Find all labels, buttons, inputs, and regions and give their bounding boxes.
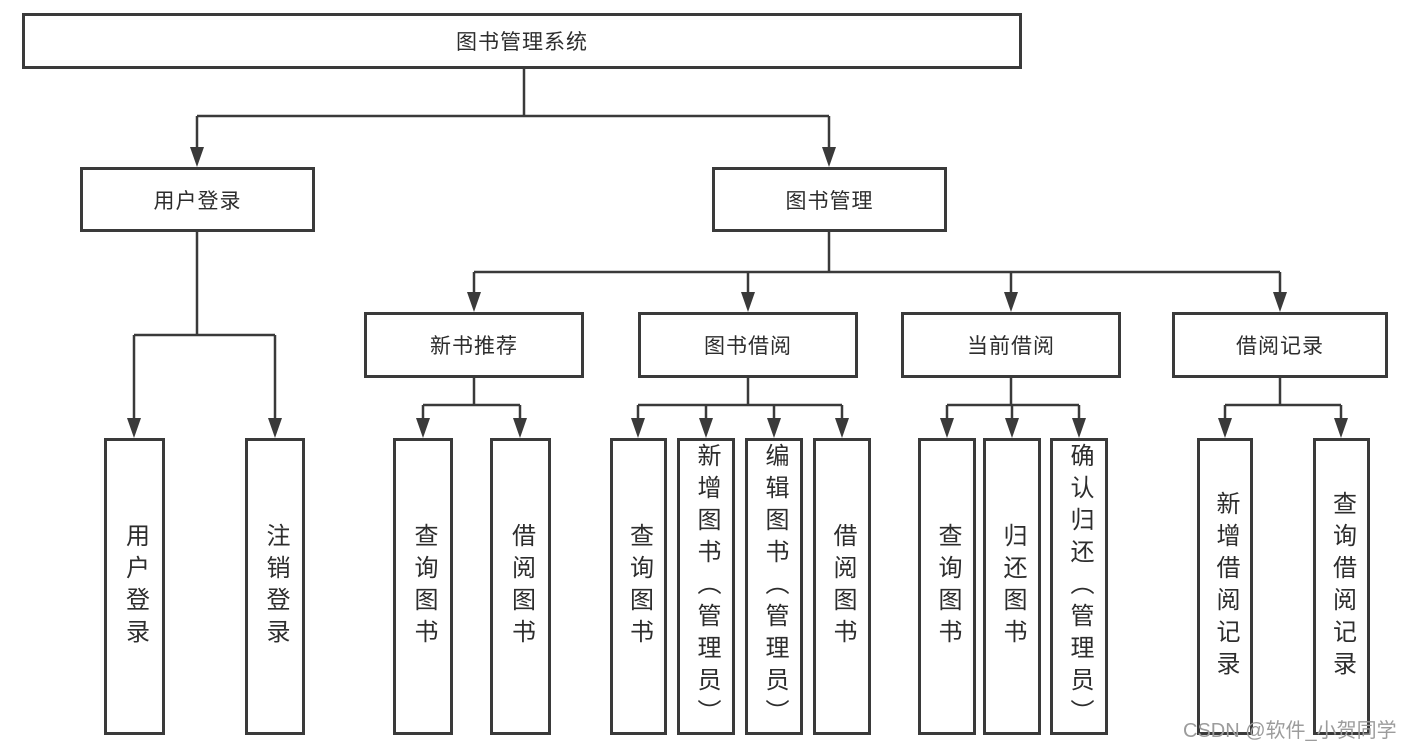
edge-borrow-record-children	[1223, 378, 1343, 420]
leaf-user-login: 用户登录	[104, 438, 165, 735]
tree-edges	[132, 69, 1343, 420]
arrow-icon	[767, 418, 781, 438]
edge-current-borrow-children	[945, 378, 1081, 420]
arrow-icon	[513, 418, 527, 438]
arrow-icon	[631, 418, 645, 438]
leaf-query-books-current: 查询图书	[918, 438, 976, 735]
arrow-icon	[467, 292, 481, 312]
arrow-heads	[127, 147, 1348, 438]
leaf-label: 编辑图书（管理员）	[761, 442, 788, 731]
edge-root-to-level2	[195, 69, 831, 149]
arrow-icon	[940, 418, 954, 438]
leaf-label: 查询借阅记录	[1328, 490, 1356, 683]
leaf-label: 查询图书	[934, 522, 961, 651]
leaf-edit-book-admin: 编辑图书（管理员）	[745, 438, 803, 735]
arrow-icon	[1273, 292, 1287, 312]
leaf-add-book-admin: 新增图书（管理员）	[677, 438, 735, 735]
leaf-confirm-return-admin: 确认归还（管理员）	[1050, 438, 1108, 735]
leaf-label: 新增图书（管理员）	[693, 442, 720, 731]
arrow-icon	[1072, 418, 1086, 438]
leaf-logout: 注销登录	[245, 438, 305, 735]
leaf-return-book: 归还图书	[983, 438, 1041, 735]
leaf-label: 新增借阅记录	[1212, 490, 1239, 683]
arrow-icon	[835, 418, 849, 438]
leaf-label: 借阅图书	[507, 522, 535, 651]
leaf-query-books-recommend: 查询图书	[393, 438, 453, 735]
node-user-login: 用户登录	[80, 167, 315, 232]
leaf-label: 借阅图书	[829, 522, 856, 651]
arrow-icon	[268, 418, 282, 438]
node-book-borrow: 图书借阅	[638, 312, 858, 378]
arrow-icon	[1334, 418, 1348, 438]
node-library-system: 图书管理系统	[22, 13, 1022, 69]
leaf-query-borrow-record: 查询借阅记录	[1313, 438, 1370, 735]
arrow-icon	[127, 418, 141, 438]
arrow-icon	[822, 147, 836, 167]
node-current-borrow: 当前借阅	[901, 312, 1121, 378]
leaf-query-books-borrow: 查询图书	[610, 438, 667, 735]
leaf-label: 用户登录	[121, 522, 149, 651]
node-borrow-records: 借阅记录	[1172, 312, 1388, 378]
leaf-label: 查询图书	[410, 522, 437, 651]
arrow-icon	[1005, 418, 1019, 438]
csdn-watermark: CSDN @软件_小贺同学	[1183, 720, 1397, 742]
leaf-label: 注销登录	[262, 522, 289, 651]
arrow-icon	[1218, 418, 1232, 438]
leaf-label: 查询图书	[625, 522, 653, 651]
edge-new-book-children	[421, 378, 522, 420]
leaf-label: 确认归还（管理员）	[1066, 442, 1093, 731]
arrow-icon	[741, 292, 755, 312]
arrow-icon	[190, 147, 204, 167]
node-book-management: 图书管理	[712, 167, 947, 232]
arrow-icon	[699, 418, 713, 438]
arrow-icon	[416, 418, 430, 438]
node-new-book-recommend: 新书推荐	[364, 312, 584, 378]
leaf-label: 归还图书	[999, 522, 1026, 651]
leaf-borrow-books-recommend: 借阅图书	[490, 438, 551, 735]
edge-user-login-children	[132, 232, 277, 420]
arrow-icon	[1004, 292, 1018, 312]
leaf-borrow-books-borrow: 借阅图书	[813, 438, 871, 735]
edge-book-management-children	[472, 232, 1282, 294]
edge-book-borrow-children	[636, 378, 844, 420]
leaf-add-borrow-record: 新增借阅记录	[1197, 438, 1253, 735]
